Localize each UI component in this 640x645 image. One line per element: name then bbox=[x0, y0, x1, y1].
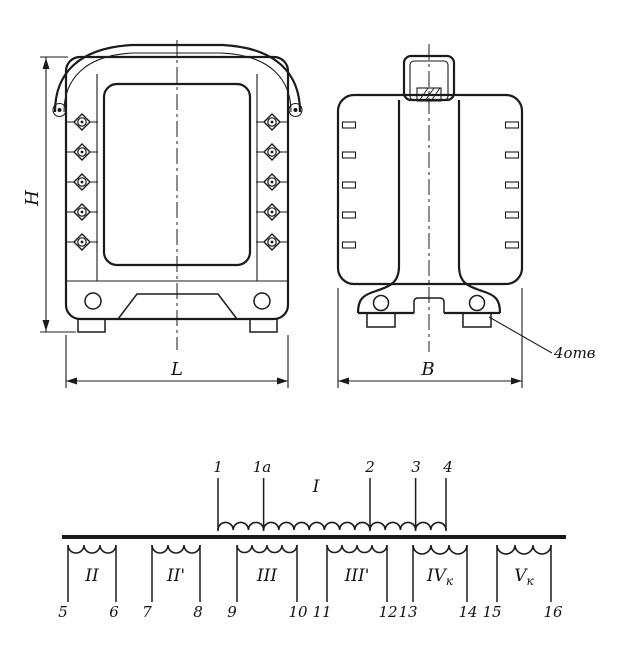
secondary-winding-III: III 9 10 bbox=[227, 544, 308, 621]
terminal-label: 8 bbox=[193, 603, 203, 621]
foot-left bbox=[77, 318, 106, 333]
secondary-coil bbox=[236, 544, 298, 554]
terminal-label: 7 bbox=[142, 603, 152, 621]
secondary-winding-Vk: Vк 15 16 bbox=[482, 544, 563, 621]
side-mounting-hole-left bbox=[372, 294, 390, 312]
side-foot-left bbox=[366, 312, 396, 328]
primary-terminal-3: 3 bbox=[411, 458, 421, 476]
holes-leader-line bbox=[488, 316, 553, 354]
primary-terminal-1: 1 bbox=[213, 458, 223, 476]
dim-l-arrow-left bbox=[66, 377, 77, 385]
terminal-label: 16 bbox=[543, 603, 563, 621]
winding-label: III' bbox=[344, 566, 370, 586]
primary-winding-label: I bbox=[312, 477, 320, 497]
bell-left bbox=[356, 265, 401, 314]
winding-label: IVк bbox=[426, 566, 454, 588]
holes-note: 4отв bbox=[553, 344, 596, 362]
dim-b-arrow-left bbox=[338, 377, 349, 385]
dim-b-label: B bbox=[420, 359, 434, 380]
terminal-label: 5 bbox=[58, 603, 68, 621]
dim-h-arrow-top bbox=[42, 58, 50, 69]
terminal-label: 13 bbox=[398, 603, 417, 621]
dim-b-arrow-right bbox=[511, 377, 522, 385]
side-view: B 4отв bbox=[336, 44, 596, 388]
primary-terminal-2: 2 bbox=[364, 458, 375, 476]
winding-label: III bbox=[256, 566, 277, 586]
mounting-hole-left bbox=[84, 292, 102, 310]
winding-schematic: 1 1а 2 3 4 I II 5 6 II' 7 8 bbox=[58, 458, 566, 621]
mounting-hole-right bbox=[253, 292, 271, 310]
terminal-label: 10 bbox=[288, 603, 308, 621]
body-outline bbox=[336, 93, 524, 286]
terminals-left bbox=[65, 113, 99, 251]
primary-terminal-1a: 1а bbox=[253, 458, 272, 476]
winding-label: II bbox=[84, 566, 99, 586]
dim-length: L bbox=[65, 335, 289, 388]
secondary-winding-III-prime: III' 11 12 bbox=[312, 544, 398, 621]
secondary-coil bbox=[412, 544, 468, 555]
dim-l-label: L bbox=[170, 359, 183, 380]
primary-winding: 1 1а 2 3 4 I bbox=[213, 458, 453, 531]
secondary-winding-II-prime: II' 7 8 bbox=[142, 544, 203, 621]
secondary-coil bbox=[151, 544, 201, 554]
terminal-ticks-right bbox=[504, 121, 520, 249]
terminal-label: 6 bbox=[109, 603, 119, 621]
dim-h-arrow-bottom bbox=[42, 320, 50, 331]
side-foot-right bbox=[462, 312, 492, 328]
side-mounting-hole-right bbox=[468, 294, 486, 312]
strap-eyelet-right-hole bbox=[293, 108, 298, 112]
strap-eyelet-left-hole bbox=[57, 108, 62, 112]
winding-label: II' bbox=[166, 566, 185, 586]
dim-width: B bbox=[337, 288, 523, 388]
dim-h-label: H bbox=[22, 190, 43, 207]
terminal-label: 15 bbox=[482, 603, 501, 621]
terminal-label: 9 bbox=[227, 603, 237, 621]
dim-l-arrow-right bbox=[277, 377, 288, 385]
terminal-label: 14 bbox=[458, 603, 477, 621]
front-view: H L bbox=[22, 40, 303, 388]
winding-label: Vк bbox=[514, 566, 534, 588]
primary-coil bbox=[217, 521, 447, 531]
primary-terminal-4: 4 bbox=[442, 458, 453, 476]
terminals-right bbox=[255, 113, 289, 251]
foot-right bbox=[249, 318, 278, 333]
secondary-coil bbox=[67, 544, 117, 554]
secondary-winding-II: II 5 6 bbox=[58, 544, 119, 621]
terminal-label: 12 bbox=[378, 603, 397, 621]
dim-height: H bbox=[22, 56, 76, 333]
terminal-label: 11 bbox=[312, 603, 331, 621]
secondary-coil bbox=[496, 544, 552, 555]
secondary-coil bbox=[326, 544, 388, 554]
secondary-winding-IVk: IVк 13 14 bbox=[398, 544, 478, 621]
bell-right bbox=[457, 265, 502, 314]
terminal-ticks-left bbox=[341, 121, 357, 249]
